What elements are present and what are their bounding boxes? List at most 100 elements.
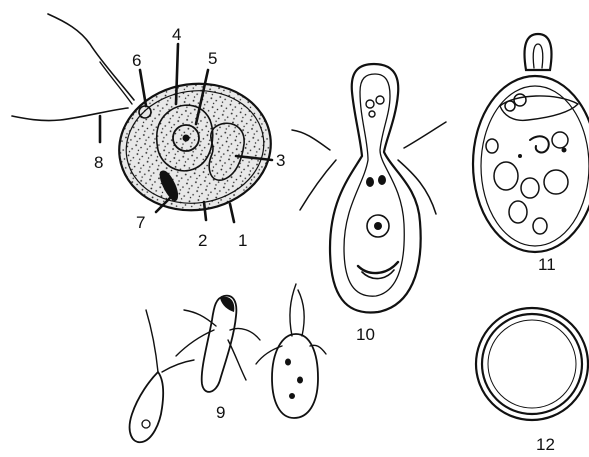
vacuolated-dot-2 [518, 154, 522, 158]
swarmer-right-granule-1 [285, 359, 291, 366]
cell-main-zoospore [12, 14, 279, 220]
label-4: 4 [172, 25, 181, 44]
cyst-granule [501, 382, 506, 387]
cell-hourglass [292, 64, 446, 312]
cyst-granule [516, 390, 521, 395]
cyst-granule [550, 353, 557, 360]
label-12: 12 [536, 435, 555, 454]
cyst-granule [544, 395, 550, 401]
cyst-granule [530, 360, 536, 366]
cyst-granule [522, 375, 528, 381]
cyst-granule [542, 360, 548, 366]
cyst-granule [542, 382, 549, 389]
cyst-granule [495, 361, 500, 366]
flagellum-third [100, 62, 132, 104]
cyst-granule [522, 398, 527, 403]
cyst-granule [565, 368, 572, 375]
cyst-granule [521, 325, 528, 332]
cyst-granule [515, 383, 521, 389]
swarmer-right-granule-3 [289, 393, 295, 399]
cyst-granule [549, 361, 555, 367]
cyst-granule [542, 355, 549, 362]
cyst-granule [565, 361, 571, 367]
cyst-granule [535, 381, 541, 387]
cyst-granule [515, 333, 520, 338]
swarmer-right-flagellum-1 [290, 284, 296, 336]
cyst-granule [521, 368, 528, 375]
cyst-granule [543, 339, 548, 344]
hourglass-flagellum-2 [404, 122, 446, 148]
label-2: 2 [198, 231, 207, 250]
cyst-granule [528, 348, 535, 355]
cyst-granule [528, 374, 534, 380]
cyst-granule [537, 325, 544, 332]
cyst-granule [529, 340, 535, 346]
cyst-granule [510, 390, 515, 395]
vacuolated-dot-1 [562, 148, 567, 153]
cyst-granule [544, 333, 550, 339]
cyst-granule [537, 397, 542, 402]
leader-6 [140, 70, 146, 106]
cyst-granule [542, 389, 547, 394]
cyst-granule [494, 354, 501, 361]
cyst-granule [500, 345, 506, 351]
swarmer-right-body [272, 334, 318, 418]
cyst-granule [556, 389, 561, 394]
hourglass-granule-2 [378, 175, 386, 185]
cyst-granule [563, 374, 570, 381]
cyst-granule [543, 376, 549, 382]
flagellum-long [48, 14, 134, 100]
cyst-granule [514, 369, 520, 375]
cyst-granule [552, 382, 557, 387]
label-1: 1 [238, 231, 247, 250]
cyst-granule [558, 383, 565, 390]
cyst-granule [508, 374, 514, 380]
cyst-granule [508, 360, 514, 366]
cyst-granule [537, 347, 543, 353]
label-5: 5 [208, 49, 217, 68]
swarmer-left-body [130, 372, 164, 442]
nucleolus [183, 135, 190, 142]
cyst-granule [508, 383, 513, 388]
hourglass-granule-1 [366, 177, 374, 187]
cell-swarmers [130, 284, 326, 442]
label-8: 8 [94, 153, 103, 172]
cyst-granule [556, 347, 562, 353]
swarmer-left-flagellum-2 [162, 360, 194, 372]
cyst-granule [522, 355, 528, 361]
cyst-granule [551, 370, 556, 375]
cyst-granule [529, 326, 534, 331]
cyst-granule [558, 339, 564, 345]
cyst-granule [531, 354, 536, 359]
cyst-granule [508, 368, 514, 374]
cyst-granule [549, 376, 555, 382]
label-9: 9 [216, 403, 225, 422]
cyst-granule [523, 347, 530, 354]
cyst-granule [536, 389, 543, 396]
cyst-granule [528, 333, 535, 340]
cyst-granule [521, 381, 527, 387]
label-10: 10 [356, 325, 375, 344]
cyst-granule [494, 348, 499, 353]
flagellum-short [12, 108, 128, 121]
cyst-granule [564, 355, 570, 361]
hourglass-outer-wall [330, 64, 421, 312]
cyst-granule [523, 361, 529, 367]
swarmer-right-flagellum-2 [298, 290, 304, 336]
cyst-granule [537, 368, 542, 373]
cyst-granule [522, 334, 527, 339]
cyst-granule [536, 362, 542, 368]
swarmer-right-granule-2 [297, 377, 303, 384]
cyst-granule [557, 375, 562, 380]
cyst-granule [495, 376, 501, 382]
cell-vacuolated [473, 34, 589, 252]
cyst-granule [521, 388, 527, 394]
cyst-granule [502, 370, 507, 375]
cyst-granule [528, 388, 534, 394]
cyst-granule [515, 354, 522, 361]
swarmer-mid-cap [220, 297, 234, 312]
cyst-granule [501, 353, 508, 360]
cell-cyst [476, 308, 588, 420]
cyst-granule [514, 362, 520, 368]
